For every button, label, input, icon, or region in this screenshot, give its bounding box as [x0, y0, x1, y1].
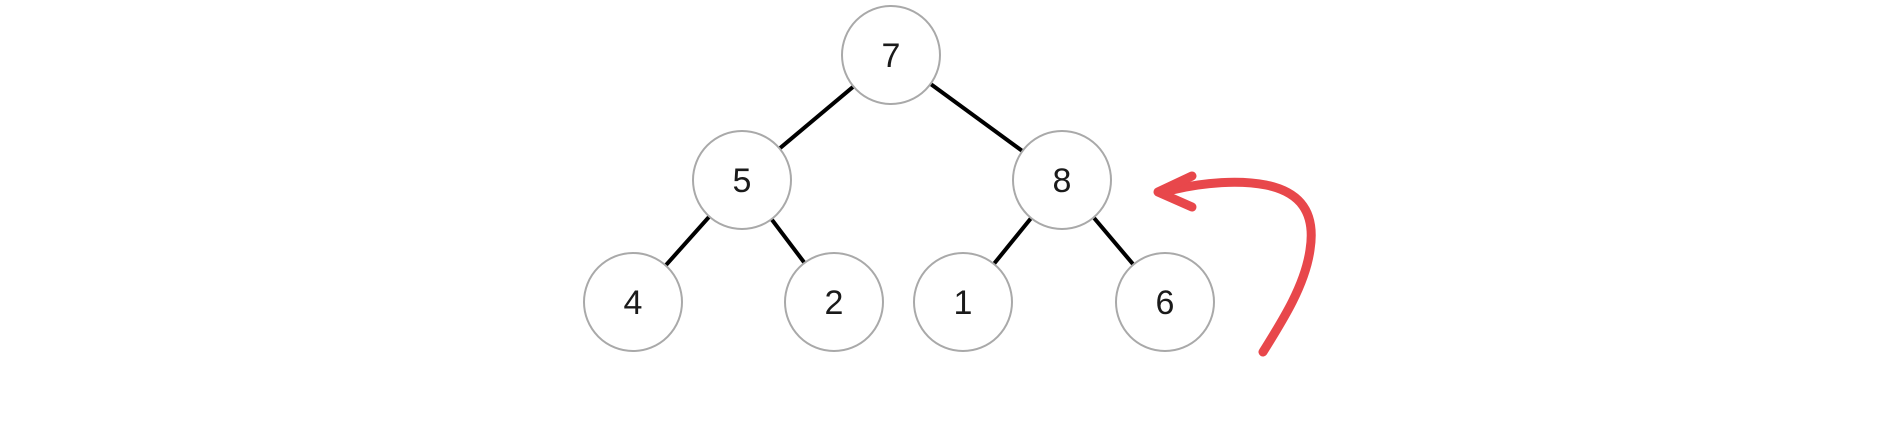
tree-node-n6[interactable]: 6	[1115, 252, 1215, 352]
tree-nodes: 7 5 8 4 2 1	[583, 5, 1215, 352]
node-circle	[583, 252, 683, 352]
tree-node-n1[interactable]: 1	[913, 252, 1013, 352]
arrow-head-icon	[1153, 171, 1197, 212]
node-circle	[784, 252, 884, 352]
arrow-shaft	[1167, 177, 1316, 357]
node-label: 6	[1156, 284, 1175, 322]
tree-node-n2[interactable]: 2	[784, 252, 884, 352]
node-circle	[841, 5, 941, 105]
node-circle	[692, 130, 792, 230]
node-label: 2	[825, 284, 844, 322]
node-label: 8	[1053, 162, 1072, 200]
tree-node-root[interactable]: 7	[841, 5, 941, 105]
red-curved-arrow	[1153, 171, 1316, 357]
tree-node-n8[interactable]: 8	[1012, 130, 1112, 230]
node-label: 7	[882, 37, 901, 75]
node-label: 5	[733, 162, 752, 200]
node-circle	[1115, 252, 1215, 352]
node-circle	[1012, 130, 1112, 230]
tree-node-n4[interactable]: 4	[583, 252, 683, 352]
tree-node-n5[interactable]: 5	[692, 130, 792, 230]
node-circle	[913, 252, 1013, 352]
node-label: 4	[624, 284, 643, 322]
node-label: 1	[954, 284, 973, 322]
